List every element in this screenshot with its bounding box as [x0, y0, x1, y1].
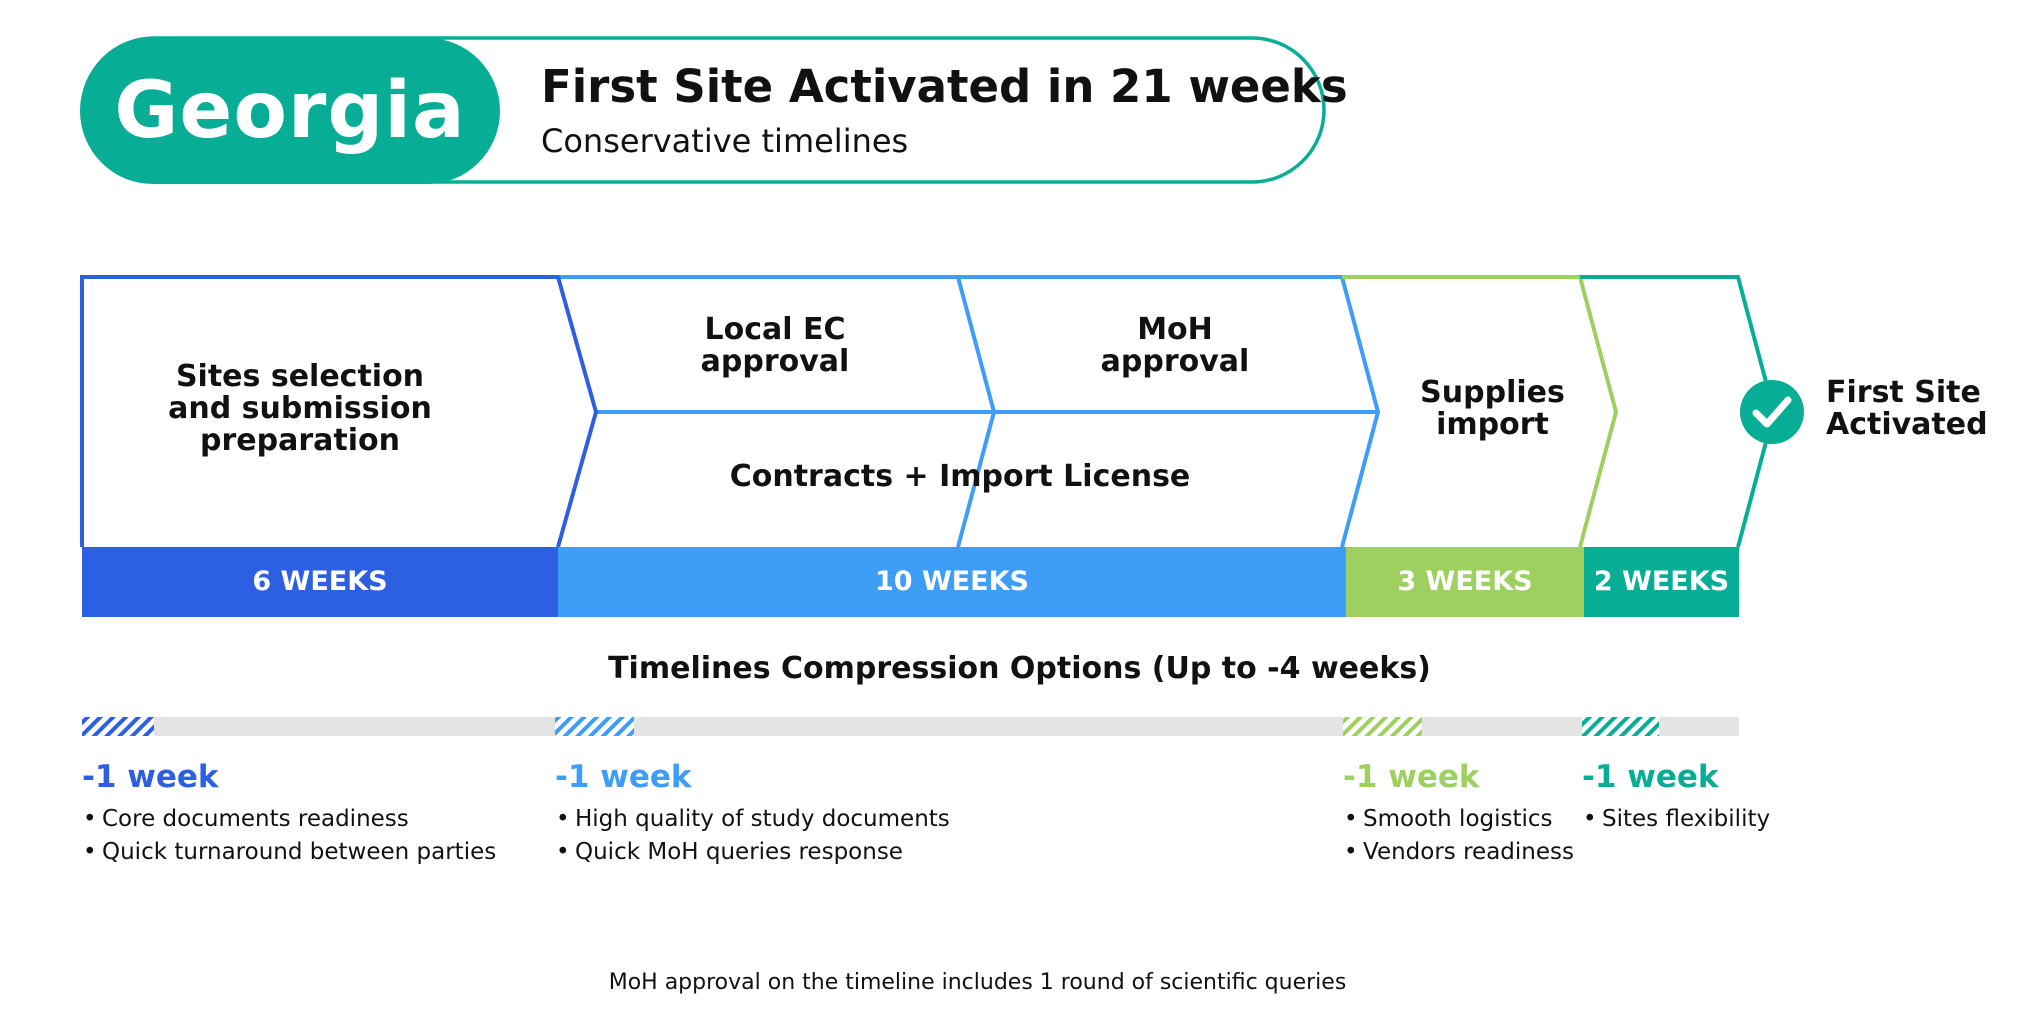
list-item: Vendors readiness	[1343, 836, 1574, 869]
stage-contracts: Contracts + Import License	[660, 461, 1260, 493]
stage-label-line: Local EC	[704, 312, 846, 347]
stage-outline-blue	[80, 275, 599, 548]
duration-bar	[82, 547, 558, 617]
stage-local-ec: Local EC approval	[640, 314, 910, 378]
compression-title: Timelines Compression Options (Up to -4 …	[608, 651, 1431, 686]
stage-label-line: import	[1436, 407, 1549, 442]
option-bullets: Sites flexibility	[1582, 803, 1770, 836]
option-title: -1 week	[1582, 759, 1719, 795]
country-name: Georgia	[114, 66, 466, 156]
compression-hatch	[82, 717, 154, 736]
duration-bar	[558, 547, 1346, 617]
list-item: Smooth logistics	[1343, 803, 1574, 836]
duration-bar	[1584, 547, 1739, 617]
stage-label-line: Activated	[1826, 407, 1988, 442]
stage-label-line: Supplies	[1420, 375, 1565, 410]
stage-supplies: Supplies import	[1375, 377, 1610, 441]
duration-label: 6 WEEKS	[252, 566, 388, 597]
compression-hatch	[1582, 717, 1659, 736]
list-item: Quick MoH queries response	[555, 836, 950, 869]
option-bullets: Smooth logistics Vendors readiness	[1343, 803, 1574, 869]
compression-option: -1 week Sites flexibility	[1582, 759, 1770, 836]
stage-label-line: First Site	[1826, 375, 1981, 410]
stage-outline-teal	[1580, 275, 1777, 548]
stage-outline-light-blue	[558, 275, 997, 548]
page-title: First Site Activated in 21 weeks	[541, 60, 1348, 113]
stage-label-line: preparation	[200, 423, 400, 458]
duration-label: 3 WEEKS	[1397, 566, 1533, 597]
stage-label-line: and submission	[168, 391, 432, 426]
list-item: Sites flexibility	[1582, 803, 1770, 836]
footnote: MoH approval on the timeline includes 1 …	[608, 970, 1347, 995]
compression-track	[82, 717, 1739, 736]
option-title: -1 week	[82, 759, 219, 795]
option-title: -1 week	[555, 759, 692, 795]
stage-label-line: approval	[1100, 344, 1250, 379]
stage-final: First Site Activated	[1826, 377, 2026, 441]
country-badge: Georgia	[80, 38, 500, 184]
stage-label-line: Sites selection	[175, 359, 425, 394]
compression-hatch	[555, 717, 634, 736]
check-circle-icon	[1740, 380, 1804, 444]
list-item: High quality of study documents	[555, 803, 950, 836]
duration-label: 10 WEEKS	[874, 566, 1029, 597]
stage-outline-light-blue-right	[958, 275, 1381, 548]
list-item: Quick turnaround between parties	[82, 836, 496, 869]
compression-option: -1 week Core documents readiness Quick t…	[82, 759, 496, 869]
stage-moh: MoH approval	[1040, 314, 1310, 378]
stage-label-line: MoH	[1137, 312, 1213, 347]
option-bullets: High quality of study documents Quick Mo…	[555, 803, 950, 869]
duration-label: 2 WEEKS	[1593, 566, 1730, 597]
option-bullets: Core documents readiness Quick turnaroun…	[82, 803, 496, 869]
list-item: Core documents readiness	[82, 803, 496, 836]
stage-outline-green	[1342, 275, 1619, 548]
compression-hatch	[1343, 717, 1422, 736]
stage-label-line: Contracts + Import License	[729, 459, 1191, 494]
compression-option: -1 week High quality of study documents …	[555, 759, 950, 869]
compression-option: -1 week Smooth logistics Vendors readine…	[1343, 759, 1574, 869]
option-title: -1 week	[1343, 759, 1480, 795]
stage-site-selection: Sites selection and submission preparati…	[150, 361, 450, 457]
duration-bar	[1346, 547, 1584, 617]
stage-label-line: approval	[700, 344, 850, 379]
page-subtitle: Conservative timelines	[541, 122, 909, 160]
